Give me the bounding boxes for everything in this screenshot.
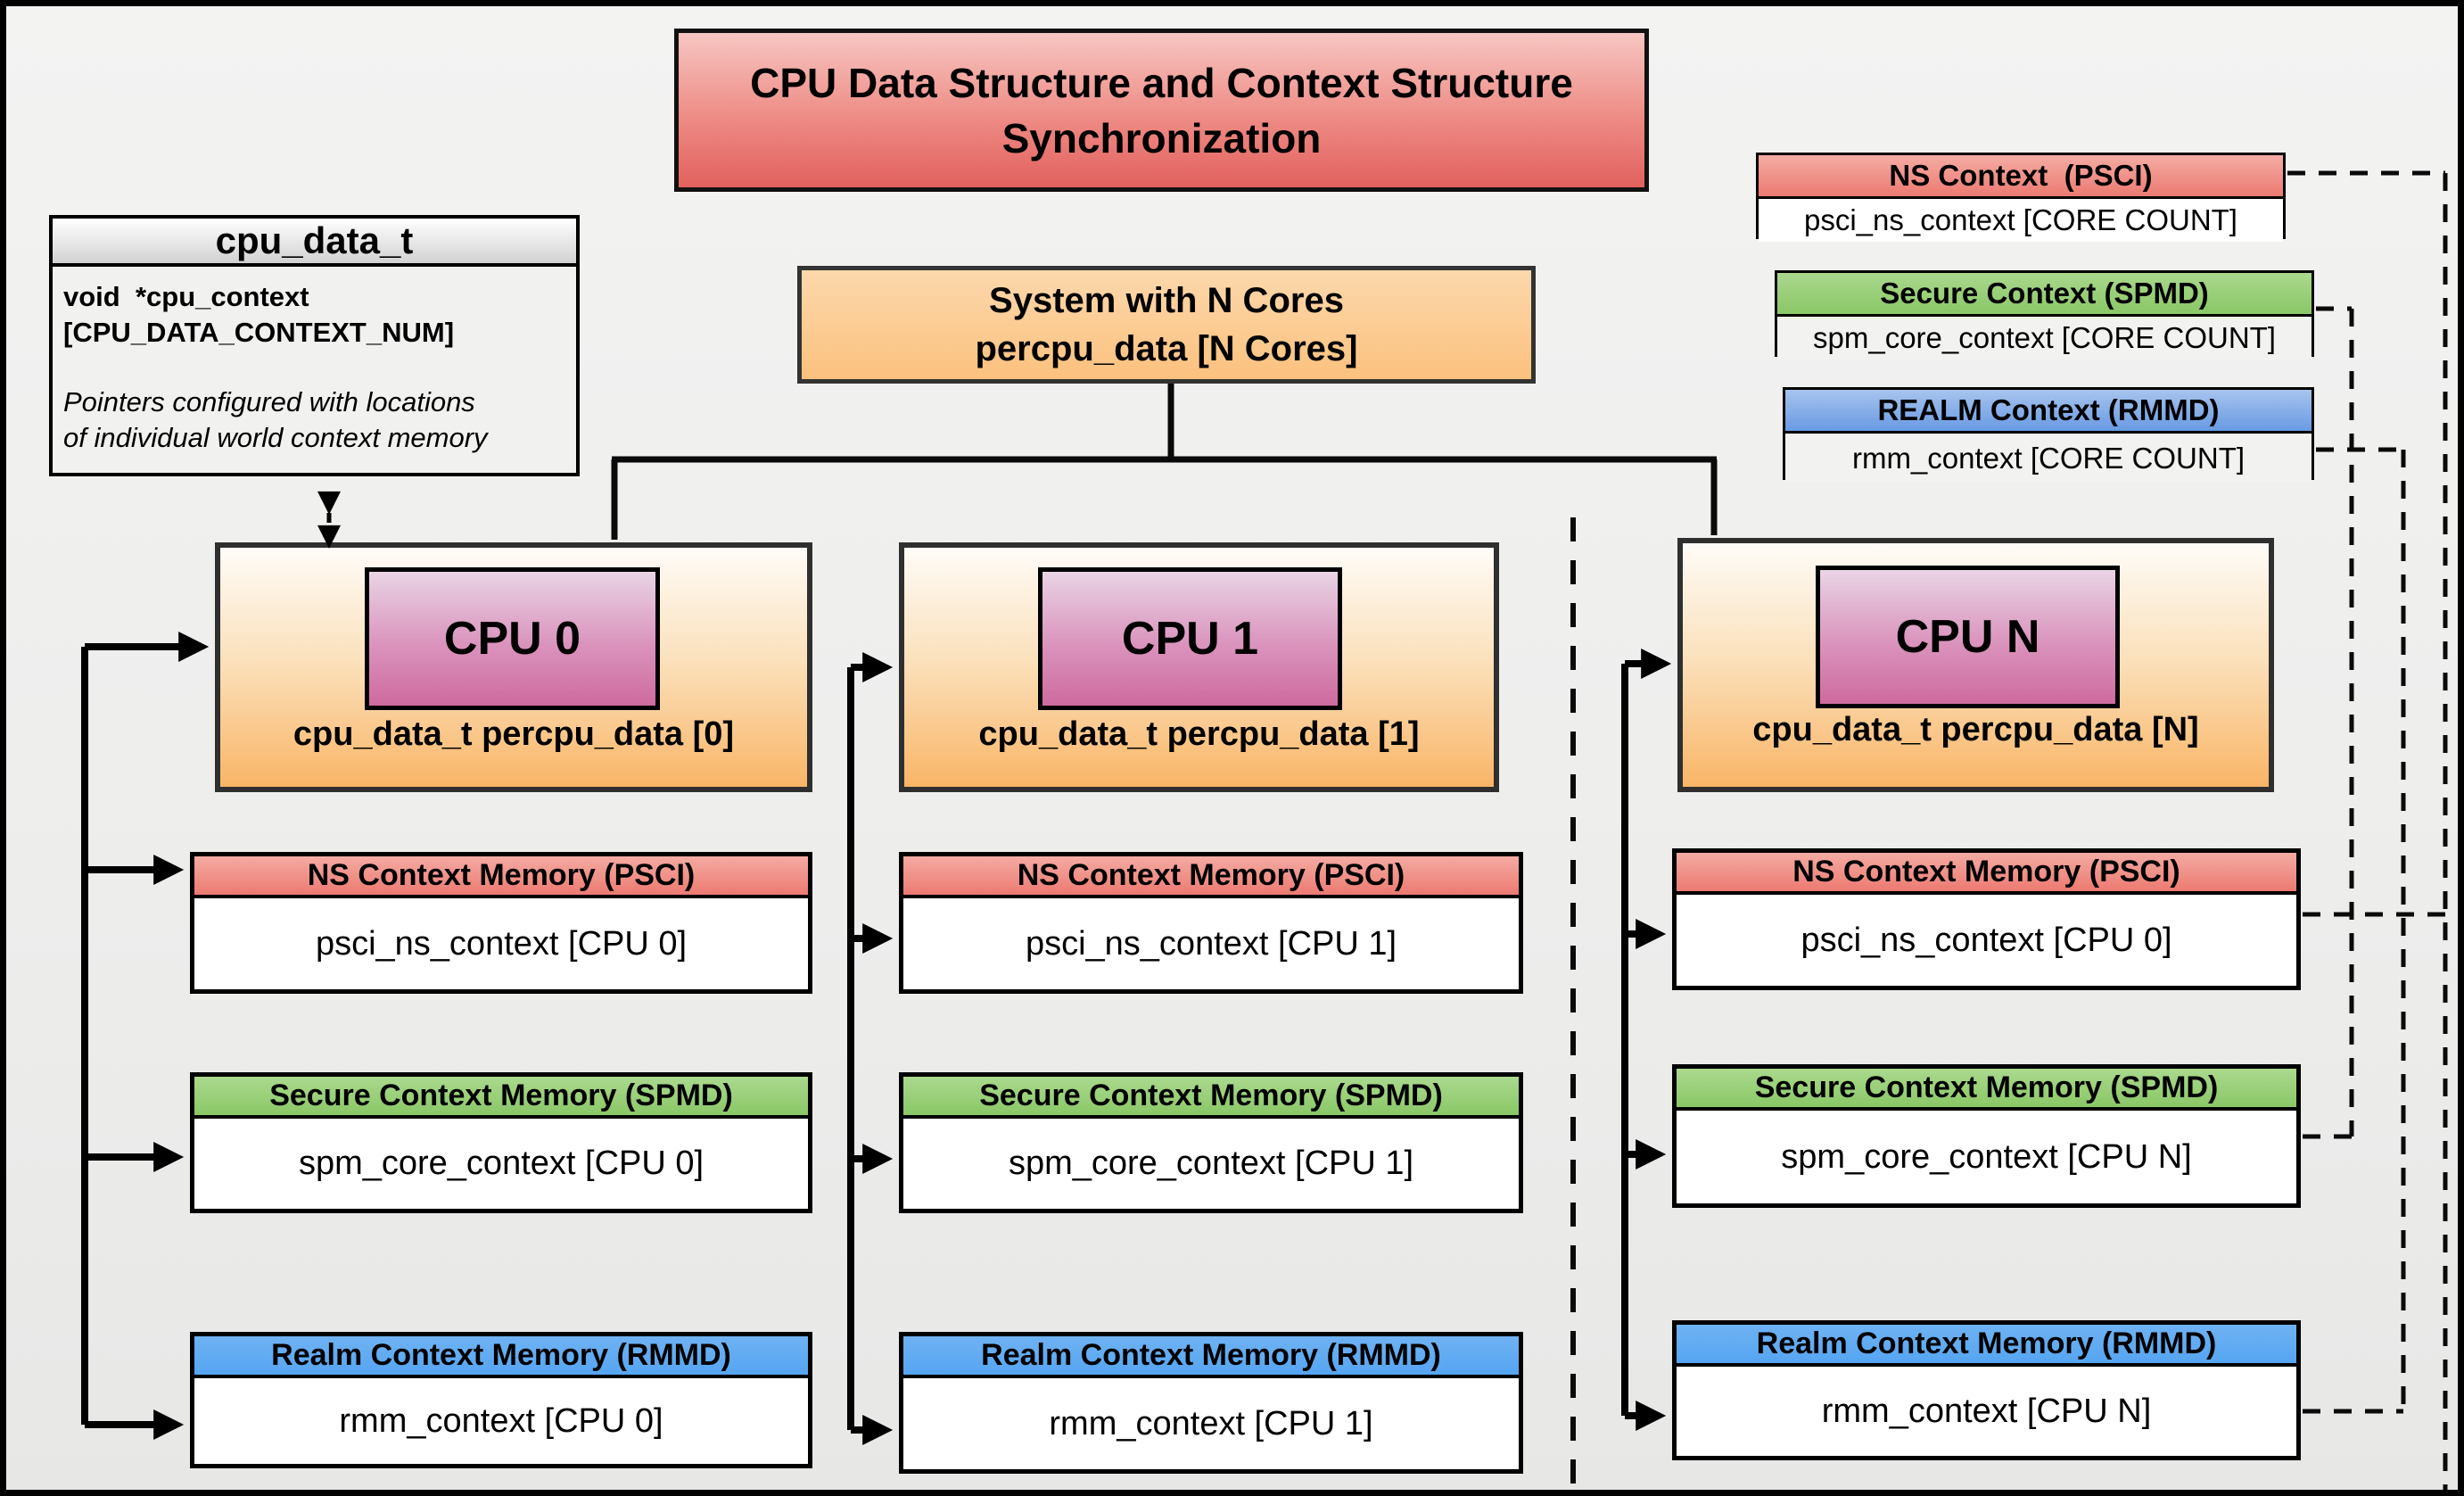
diagram-title-line2: Synchronization <box>1001 114 1322 161</box>
cpu0-realm-memory-header: Realm Context Memory (RMMD) <box>194 1336 808 1378</box>
cpu1-ns-memory-body: psci_ns_context [CPU 1] <box>903 898 1519 989</box>
diagram-title-line1: CPU Data Structure and Context Structure <box>750 59 1573 106</box>
cpuN-data-box: CPU N cpu_data_t percpu_data [N] <box>1677 538 2274 792</box>
legend-secure-header: Secure Context (SPMD) <box>1777 273 2312 317</box>
cpuN-secure-memory-header: Secure Context Memory (SPMD) <box>1677 1069 2296 1111</box>
system-tree-connector <box>611 384 1718 540</box>
system-box-line1: System with N Cores <box>989 281 1344 320</box>
cpu1-secure-context-memory-box: Secure Context Memory (SPMD) spm_core_co… <box>899 1072 1523 1213</box>
cpuN-ns-memory-body: psci_ns_context [CPU 0] <box>1677 895 2296 986</box>
legend-realm-context-box: REALM Context (RMMD) rmm_context [CORE C… <box>1783 387 2314 483</box>
legend-ns-context-box: NS Context (PSCI) psci_ns_context [CORE … <box>1756 153 2286 242</box>
cpu-context-decl-line2: [CPU_DATA_CONTEXT_NUM] <box>63 317 455 348</box>
cpu0-secure-memory-body: spm_core_context [CPU 0] <box>194 1119 808 1209</box>
cpu0-core-box: CPU 0 <box>365 567 660 710</box>
cpuN-realm-memory-header: Realm Context Memory (RMMD) <box>1677 1325 2296 1367</box>
cpu0-realm-context-memory-box: Realm Context Memory (RMMD) rmm_context … <box>190 1332 812 1468</box>
cpu1-realm-memory-body: rmm_context [CPU 1] <box>903 1378 1519 1469</box>
cpu0-ns-memory-body: psci_ns_context [CPU 0] <box>194 898 808 989</box>
cpu-context-decl-line1: void *cpu_context <box>63 281 309 312</box>
legend-realm-header: REALM Context (RMMD) <box>1785 390 2312 434</box>
cpu0-pointer-bus <box>81 632 210 1440</box>
cpu1-pointer-bus <box>847 652 894 1445</box>
cpu1-data-box: CPU 1 cpu_data_t percpu_data [1] <box>899 542 1499 792</box>
cpu0-secure-context-memory-box: Secure Context Memory (SPMD) spm_core_co… <box>190 1072 812 1213</box>
system-box-line2: percpu_data [N Cores] <box>975 329 1358 368</box>
legend-ns-header: NS Context (PSCI) <box>1759 155 2283 199</box>
cpu-data-t-struct-box: cpu_data_t void *cpu_context [CPU_DATA_C… <box>49 215 580 476</box>
pointer-note-line1: Pointers configured with locations <box>63 386 475 417</box>
diagram-title-box: CPU Data Structure and Context Structure… <box>674 29 1649 192</box>
cpu1-realm-memory-header: Realm Context Memory (RMMD) <box>903 1336 1519 1378</box>
cpu1-secure-memory-body: spm_core_context [CPU 1] <box>903 1119 1519 1209</box>
cpuN-realm-context-memory-box: Realm Context Memory (RMMD) rmm_context … <box>1672 1320 2301 1460</box>
cpuN-pointer-bus <box>1621 649 1672 1431</box>
cpu1-ns-memory-header: NS Context Memory (PSCI) <box>903 856 1519 898</box>
cpuN-core-box: CPU N <box>1816 566 2120 708</box>
cpuN-ns-memory-header: NS Context Memory (PSCI) <box>1677 853 2296 895</box>
legend-realm-body: rmm_context [CORE COUNT] <box>1785 434 2312 483</box>
cpu-data-t-body: void *cpu_context [CPU_DATA_CONTEXT_NUM]… <box>53 267 576 456</box>
legend-secure-context-box: Secure Context (SPMD) spm_core_context [… <box>1775 270 2314 360</box>
pointer-note-line2: of individual world context memory <box>63 422 488 453</box>
cpu0-secure-memory-header: Secure Context Memory (SPMD) <box>194 1077 808 1119</box>
cpu-data-t-header: cpu_data_t <box>53 219 576 267</box>
cpu0-realm-memory-body: rmm_context [CPU 0] <box>194 1378 808 1464</box>
legend-ns-dashed-link <box>2287 170 2448 1490</box>
cpuN-secure-context-memory-box: Secure Context Memory (SPMD) spm_core_co… <box>1672 1064 2301 1208</box>
cpuN-percpu-label: cpu_data_t percpu_data [N] <box>1752 711 2199 748</box>
system-n-cores-box: System with N Cores percpu_data [N Cores… <box>797 266 1536 384</box>
cpu0-ns-memory-header: NS Context Memory (PSCI) <box>194 856 808 898</box>
cpu1-ns-context-memory-box: NS Context Memory (PSCI) psci_ns_context… <box>899 852 1523 994</box>
cpu1-core-box: CPU 1 <box>1038 567 1342 710</box>
cpu0-data-box: CPU 0 cpu_data_t percpu_data [0] <box>215 542 812 792</box>
cpu1-realm-context-memory-box: Realm Context Memory (RMMD) rmm_context … <box>899 1332 1523 1474</box>
cpu1-secure-memory-header: Secure Context Memory (SPMD) <box>903 1077 1519 1119</box>
cpu0-ns-context-memory-box: NS Context Memory (PSCI) psci_ns_context… <box>190 852 812 994</box>
cpu1-percpu-label: cpu_data_t percpu_data [1] <box>978 715 1420 753</box>
legend-secure-body: spm_core_context [CORE COUNT] <box>1777 317 2312 360</box>
cpuN-realm-memory-body: rmm_context [CPU N] <box>1677 1367 2296 1456</box>
legend-realm-dashed-link <box>2303 447 2406 1414</box>
cpuN-secure-memory-body: spm_core_context [CPU N] <box>1677 1111 2296 1203</box>
cpuN-ns-context-memory-box: NS Context Memory (PSCI) psci_ns_context… <box>1672 848 2301 990</box>
cpu0-percpu-label: cpu_data_t percpu_data [0] <box>293 715 735 753</box>
legend-ns-body: psci_ns_context [CORE COUNT] <box>1759 199 2283 242</box>
